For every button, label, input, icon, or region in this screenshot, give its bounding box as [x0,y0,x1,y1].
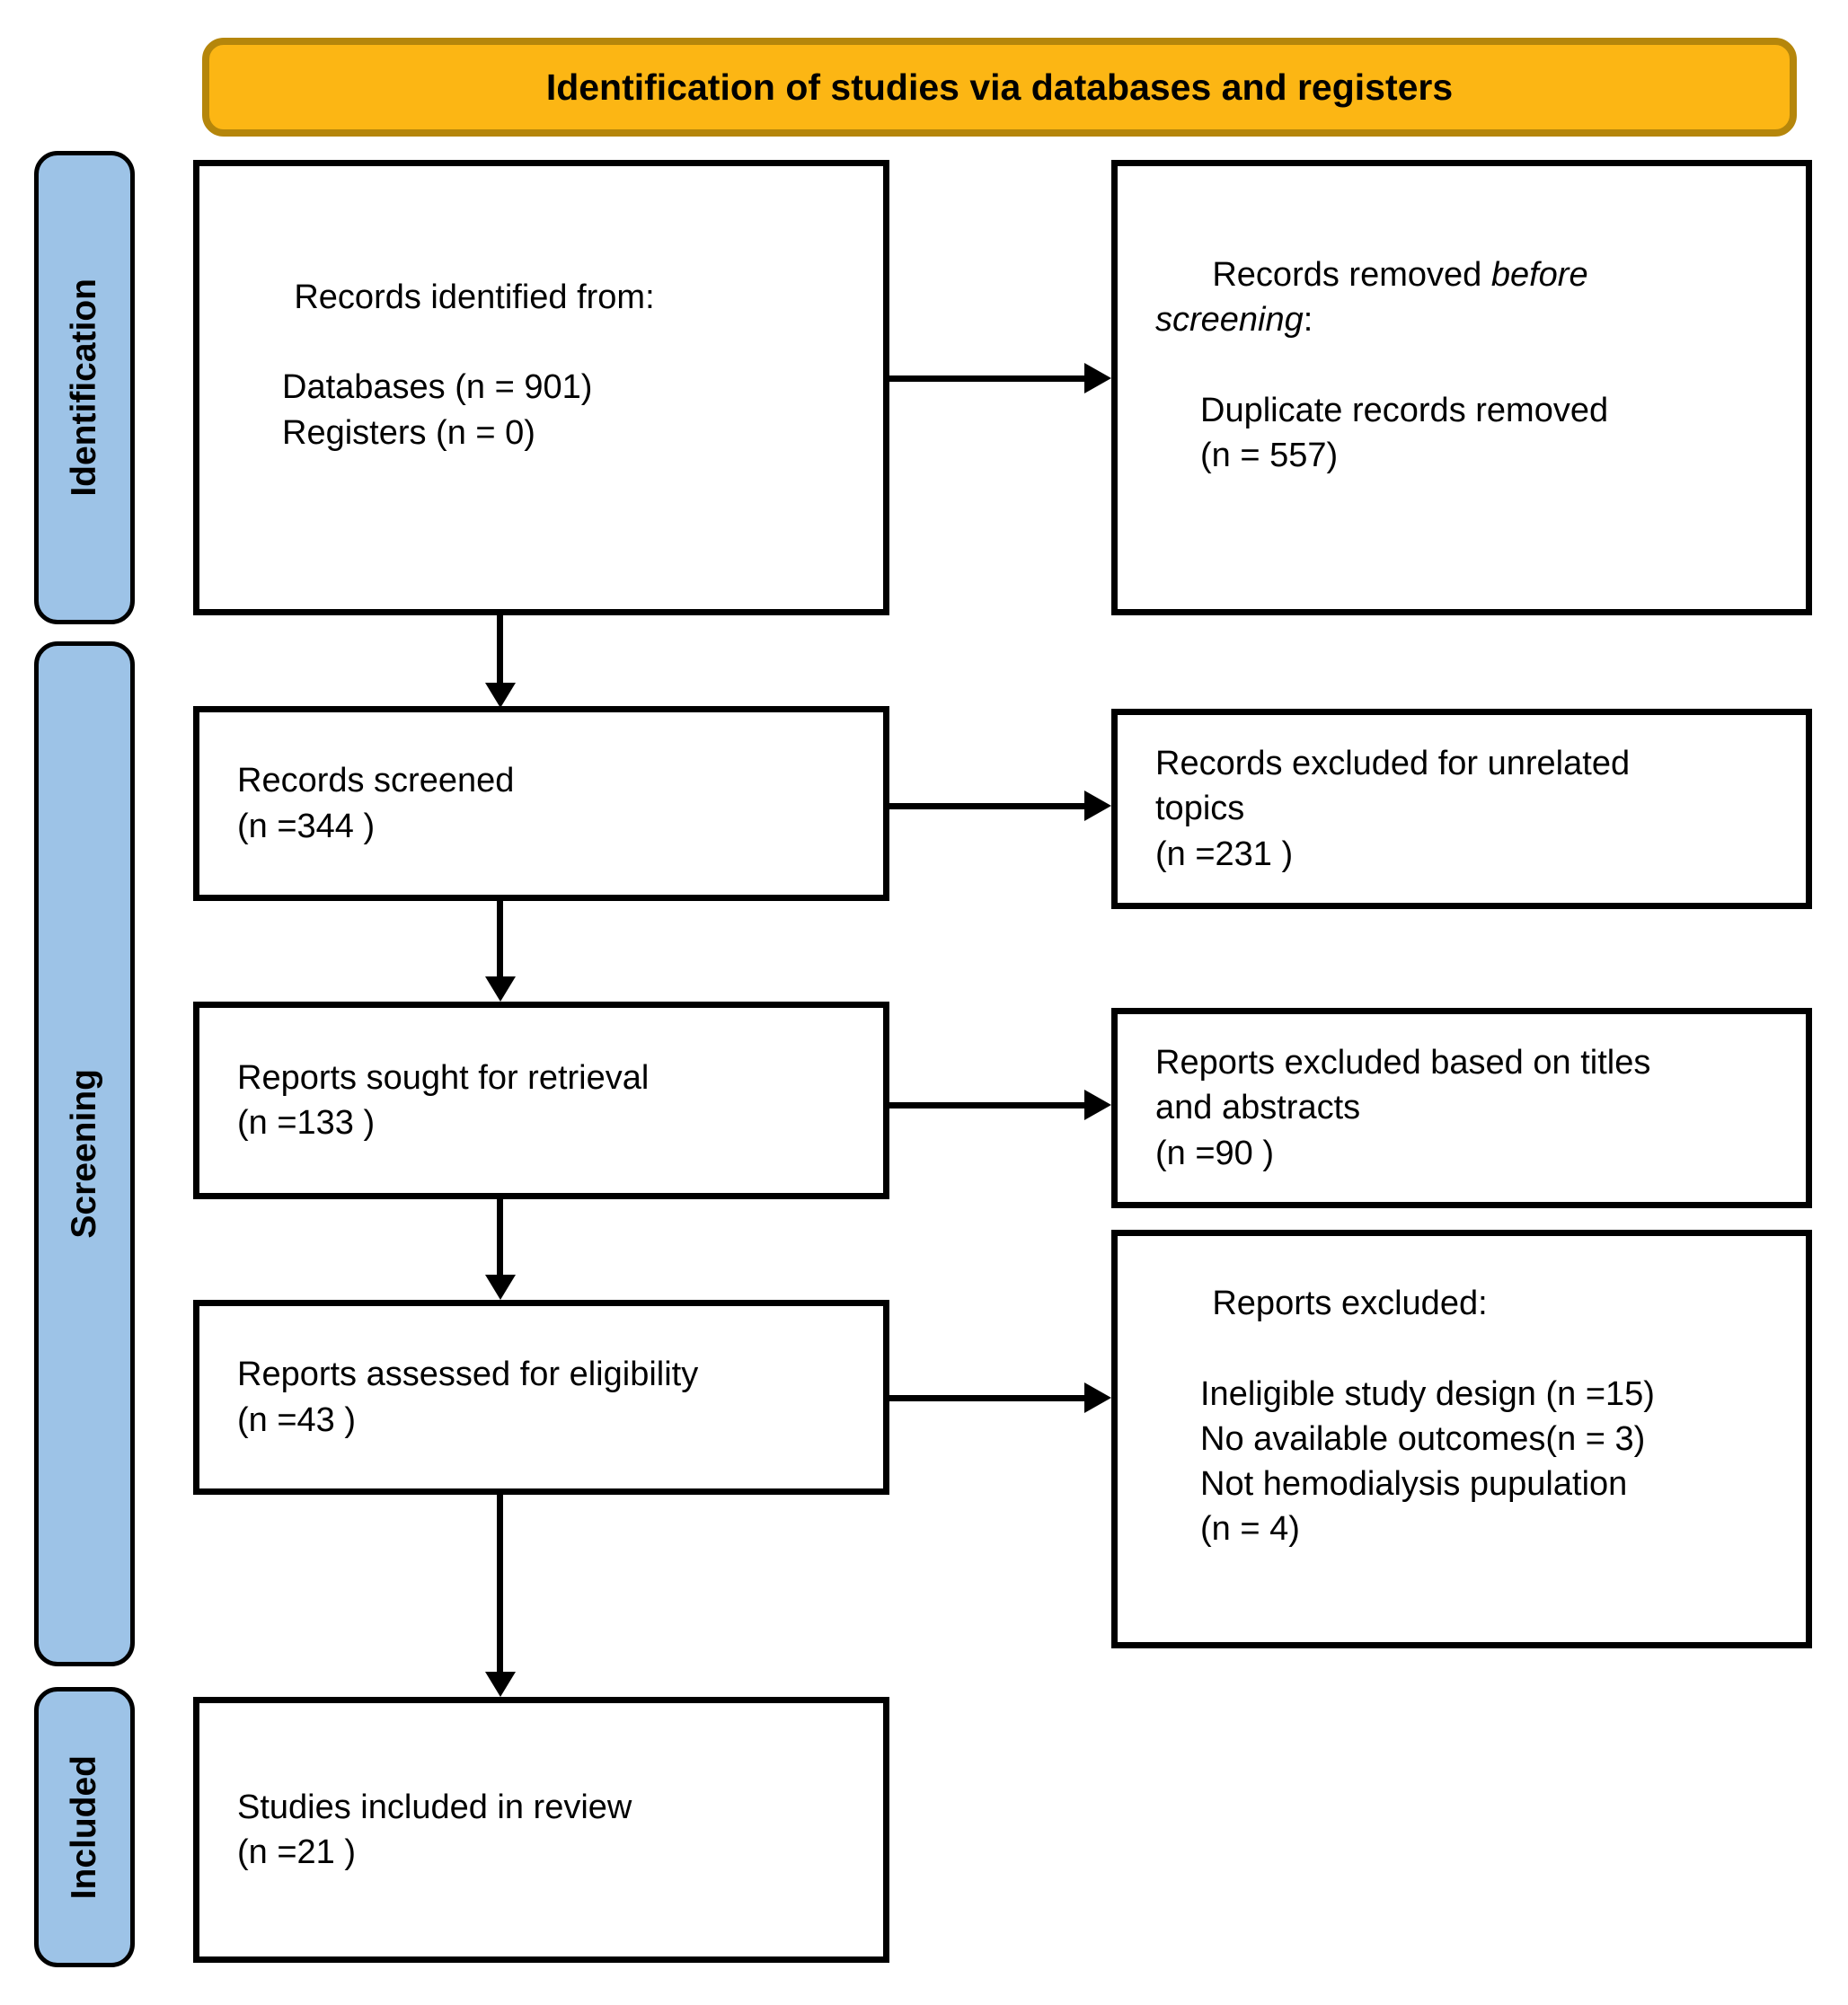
phase-label-identification: Identification [34,151,135,624]
box-records-removed-text: Records removed before screening: Duplic… [1118,208,1729,568]
phase-label-screening: Screening [34,641,135,1666]
arrow-line-identified-to-screened [497,615,503,683]
box-reports-assessed: Reports assessed for eligibility (n =43 … [193,1300,889,1495]
records-removed-italic: before screening [1155,256,1588,340]
arrow-line-assessed-to-included [497,1495,503,1672]
records-removed-details: Duplicate records removed (n = 557) [1200,391,1609,474]
page-title: Identification of studies via databases … [202,38,1797,137]
box-reports-excluded: Reports excluded: Ineligible study desig… [1111,1230,1812,1648]
box-reports-assessed-text: Reports assessed for eligibility (n =43 … [237,1356,699,1439]
reports-excluded-details: Ineligible study design (n =15) No avail… [1200,1374,1655,1549]
phase-label-screening-text: Screening [65,1069,103,1239]
arrow-line-sought-to-excluded-titles [889,1102,1084,1108]
box-records-identified: Records identified from: Databases (n = … [193,160,889,615]
box-records-screened: Records screened (n =344 ) [193,706,889,901]
reports-excluded-heading: Reports excluded: [1212,1285,1488,1323]
box-records-excluded-unrelated: Records excluded for unrelated topics (n… [1111,709,1812,909]
box-records-removed: Records removed before screening: Duplic… [1111,160,1812,615]
down-arrowhead-icon-screened-to-sought [485,976,516,1002]
page-title-text: Identification of studies via databases … [545,66,1454,108]
arrow-line-assessed-to-reports-excluded [889,1395,1084,1401]
right-arrowhead-icon-screened-to-excluded [1084,791,1111,821]
right-arrowhead-icon-sought-to-excluded-titles [1084,1090,1111,1120]
box-records-identified-text: Records identified from: Databases (n = … [199,230,883,545]
records-removed-pre: Records removed [1212,256,1491,295]
phase-label-included: Included [34,1687,135,1967]
right-arrowhead-icon-assessed-to-reports-excluded [1084,1382,1111,1413]
box-studies-included-text: Studies included in review (n =21 ) [237,1788,632,1871]
box-reports-excluded-text: Reports excluded: Ineligible study desig… [1118,1236,1806,1641]
arrow-line-screened-to-sought [497,901,503,976]
down-arrowhead-icon-identified-to-screened [485,683,516,708]
arrow-line-identified-to-removed [889,375,1084,382]
down-arrowhead-icon-sought-to-assessed [485,1275,516,1300]
box-studies-included: Studies included in review (n =21 ) [193,1697,889,1963]
records-identified-heading: Records identified from: [294,278,655,317]
box-reports-sought: Reports sought for retrieval (n =133 ) [193,1002,889,1199]
box-reports-sought-text: Reports sought for retrieval (n =133 ) [237,1058,650,1142]
box-reports-excluded-titles: Reports excluded based on titles and abs… [1111,1008,1812,1208]
box-reports-excluded-titles-text: Reports excluded based on titles and abs… [1155,1044,1651,1172]
down-arrowhead-icon-assessed-to-included [485,1672,516,1697]
arrow-line-screened-to-excluded [889,803,1084,809]
right-arrowhead-icon-identified-to-removed [1084,363,1111,393]
box-records-screened-text: Records screened (n =344 ) [237,762,515,845]
box-records-excluded-unrelated-text: Records excluded for unrelated topics (n… [1155,745,1631,873]
phase-label-included-text: Included [65,1754,103,1900]
phase-label-identification-text: Identification [65,278,103,497]
records-removed-post: : [1303,301,1313,340]
arrow-line-sought-to-assessed [497,1199,503,1275]
records-identified-details: Databases (n = 901) Registers (n = 0) [282,368,593,452]
